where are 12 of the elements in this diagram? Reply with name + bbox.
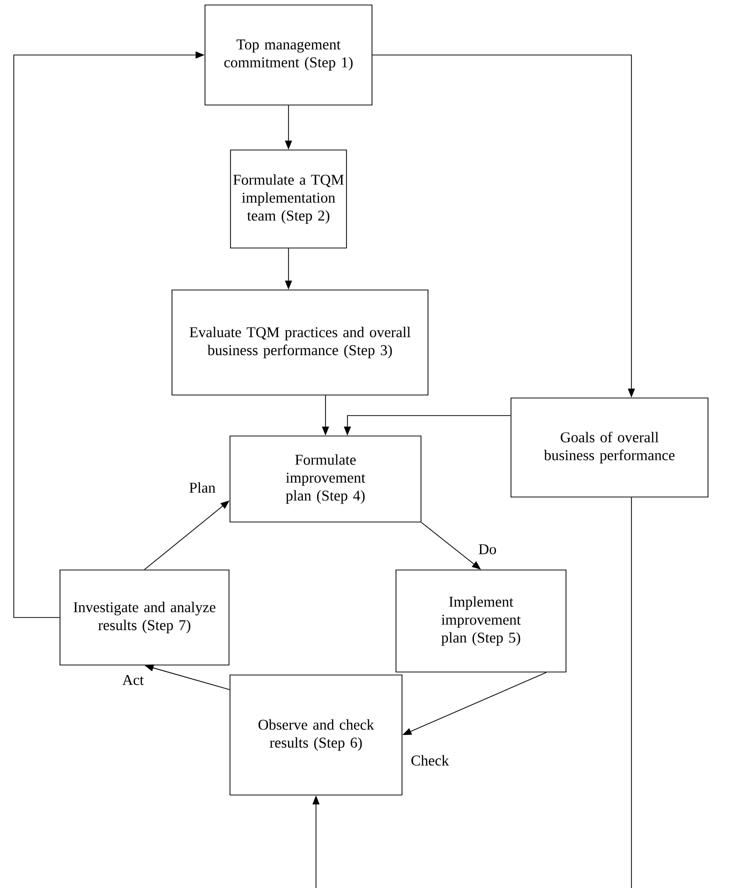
- edge-label: Plan: [189, 482, 216, 493]
- process-box: Implement improvement plan (Step 5): [396, 570, 566, 672]
- process-box: Goals of overall business performance: [510, 398, 708, 498]
- process-box: Top management commitment (Step 1): [204, 4, 372, 106]
- edge-label: Act: [122, 675, 144, 686]
- process-box: Formulate a TQM implementation team (Step 2): [230, 150, 347, 248]
- edge-label: Check: [411, 755, 449, 766]
- process-box: Formulate improvement plan (Step 4): [230, 436, 422, 522]
- process-box: Observe and check results (Step 6): [230, 674, 402, 796]
- process-box: Evaluate TQM practices and overall business performance (Step 3): [172, 290, 428, 396]
- process-box: Investigate and analyze results (Step 7): [60, 570, 230, 666]
- edge-label: Do: [478, 544, 496, 554]
